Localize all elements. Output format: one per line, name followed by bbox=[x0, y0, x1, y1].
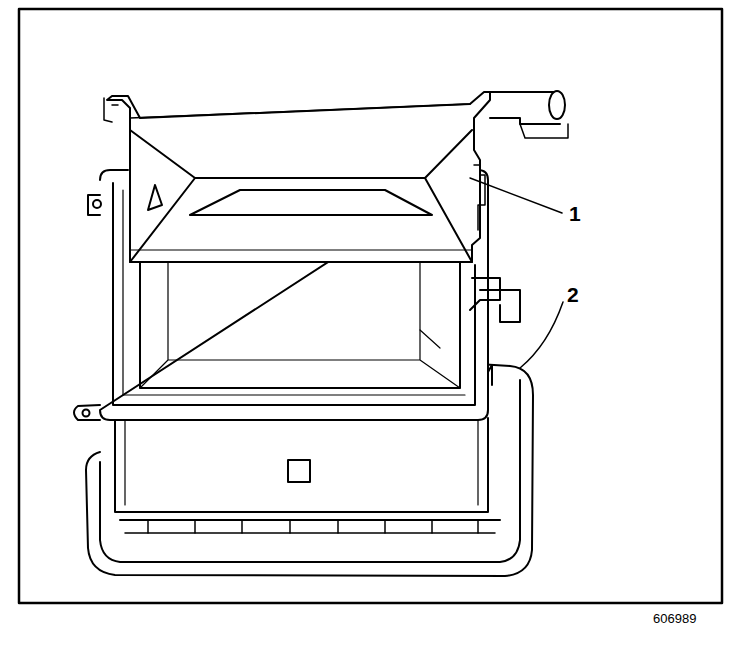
lid-vent bbox=[148, 185, 162, 210]
leader-line bbox=[520, 302, 563, 368]
side-bracket bbox=[470, 278, 520, 322]
callout-number: 1 bbox=[568, 203, 582, 224]
latch-tab bbox=[488, 365, 492, 385]
figure-number: 606989 bbox=[652, 612, 697, 625]
upper-case bbox=[107, 92, 490, 262]
mount-hole bbox=[93, 200, 101, 208]
body-edge bbox=[125, 418, 478, 505]
leader-line bbox=[470, 178, 562, 213]
case-body bbox=[115, 418, 488, 512]
side-rib bbox=[474, 165, 485, 230]
clip bbox=[104, 98, 118, 122]
label-holder: 606989 bbox=[652, 612, 697, 625]
figure-frame bbox=[19, 9, 722, 603]
mount-tab bbox=[88, 195, 100, 215]
lid-slope bbox=[130, 130, 472, 178]
inner-floor bbox=[140, 262, 460, 388]
mount-tab bbox=[74, 405, 100, 420]
mount-hole bbox=[83, 410, 90, 417]
pipe-end bbox=[549, 91, 565, 119]
tray-ribs bbox=[125, 520, 495, 533]
label-holder: 2 bbox=[566, 284, 580, 305]
lid-lip bbox=[130, 249, 472, 250]
square-mark bbox=[288, 460, 310, 482]
inner-detail bbox=[420, 330, 440, 348]
upper-edge bbox=[130, 104, 470, 118]
inner-wall bbox=[140, 262, 460, 388]
lid-edge bbox=[130, 178, 472, 262]
label-holder: 1 bbox=[568, 203, 582, 224]
callout-number: 2 bbox=[566, 284, 580, 305]
pipe-bracket bbox=[520, 124, 568, 138]
tray-edge bbox=[120, 519, 500, 521]
lid-window bbox=[190, 190, 432, 215]
